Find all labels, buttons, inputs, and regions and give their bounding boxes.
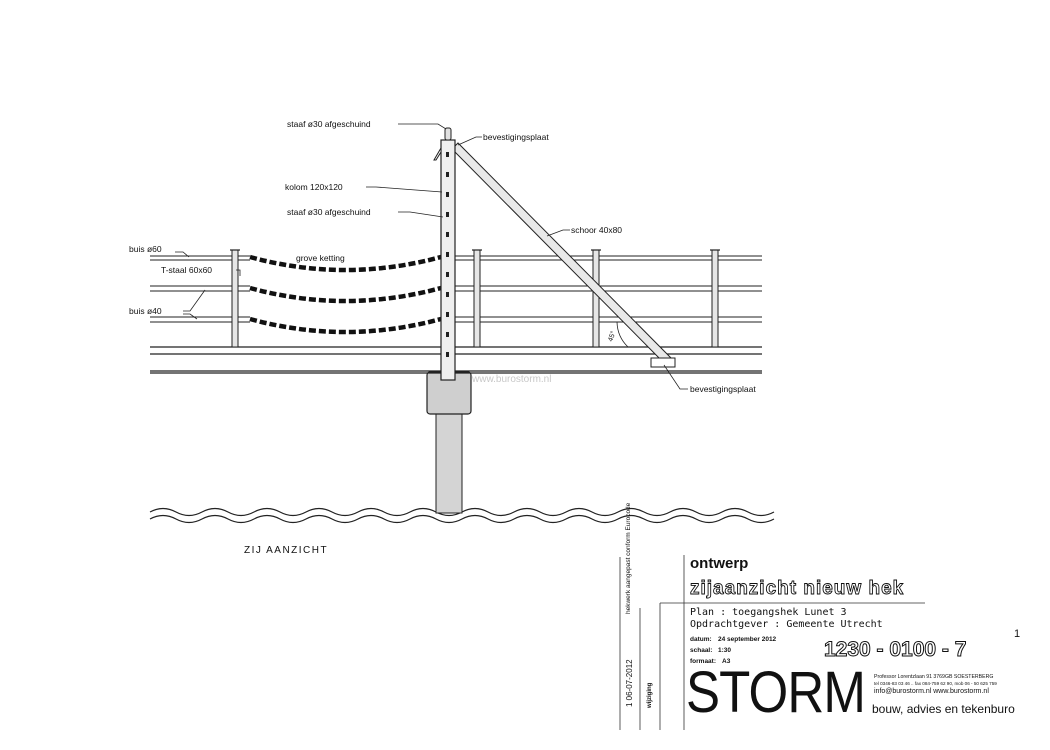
plan-line: Plan : toegangshek Lunet 3: [690, 607, 847, 618]
label-angle: 45°: [606, 330, 617, 343]
date-value: 24 september 2012: [718, 636, 777, 643]
label-buis40: buis ø40: [129, 306, 162, 316]
revision-superscript: 1: [1014, 628, 1021, 640]
company-phones: tel 0346-83 03 46 .. fax 084-759 62 90, …: [874, 681, 997, 686]
format-value: A3: [722, 658, 731, 665]
view-title: ZIJ AANZICHT: [244, 545, 328, 556]
label-kolom: kolom 120x120: [285, 182, 343, 192]
titleblock-frame: [619, 555, 925, 730]
top-rod: [444, 127, 452, 141]
date-label: datum:: [690, 636, 712, 643]
bottom-fixing-plate: [650, 357, 676, 368]
foundation-pier: [435, 412, 463, 514]
label-tstaal: T-staal 60x60: [161, 265, 212, 275]
label-bevestigingsplaat-top: bevestigingsplaat: [483, 132, 549, 142]
stage-label: ontwerp: [690, 555, 749, 572]
label-schoor: schoor 40x80: [571, 225, 622, 235]
rails-right: [455, 255, 762, 323]
vertical-note: hekwerk aangepast conform Eurocode: [625, 502, 632, 614]
client-line: Opdrachtgever : Gemeente Utrecht: [690, 619, 883, 630]
diagonal-brace: [451, 142, 674, 367]
leader-lines: [175, 123, 688, 390]
scale-value: 1:30: [718, 647, 732, 654]
revision-line: 1 06-07-2012: [625, 659, 634, 707]
company-logo: STORM: [686, 660, 866, 725]
top-fixing-plate: [433, 146, 442, 161]
drawing-number: 1230 - 0100 - 7: [823, 638, 967, 662]
scale-label: schaal:: [690, 647, 713, 654]
format-label: formaat:: [690, 658, 717, 665]
drawing-title: zijaanzicht nieuw hek: [690, 578, 905, 600]
company-address: Professor Lorentzlaan 91 3769GB SOESTERB…: [874, 674, 994, 680]
label-staaf-mid: staaf ø30 afgeschuind: [287, 207, 371, 217]
revision-label: wijziging: [647, 682, 653, 709]
label-grove-ketting: grove ketting: [296, 253, 345, 263]
label-staaf-top: staaf ø30 afgeschuind: [287, 119, 371, 129]
chains: [249, 254, 442, 335]
company-contact: info@burostorm.nl www.burostorm.nl: [874, 688, 989, 695]
company-tagline: bouw, advies en tekenburo: [872, 702, 1015, 716]
column-holes: [446, 152, 449, 357]
label-bevestigingsplaat-bottom: bevestigingsplaat: [690, 384, 756, 394]
watermark: www.burostorm.nl: [471, 374, 551, 385]
label-buis60: buis ø60: [129, 244, 162, 254]
angle-arc: [616, 321, 629, 348]
